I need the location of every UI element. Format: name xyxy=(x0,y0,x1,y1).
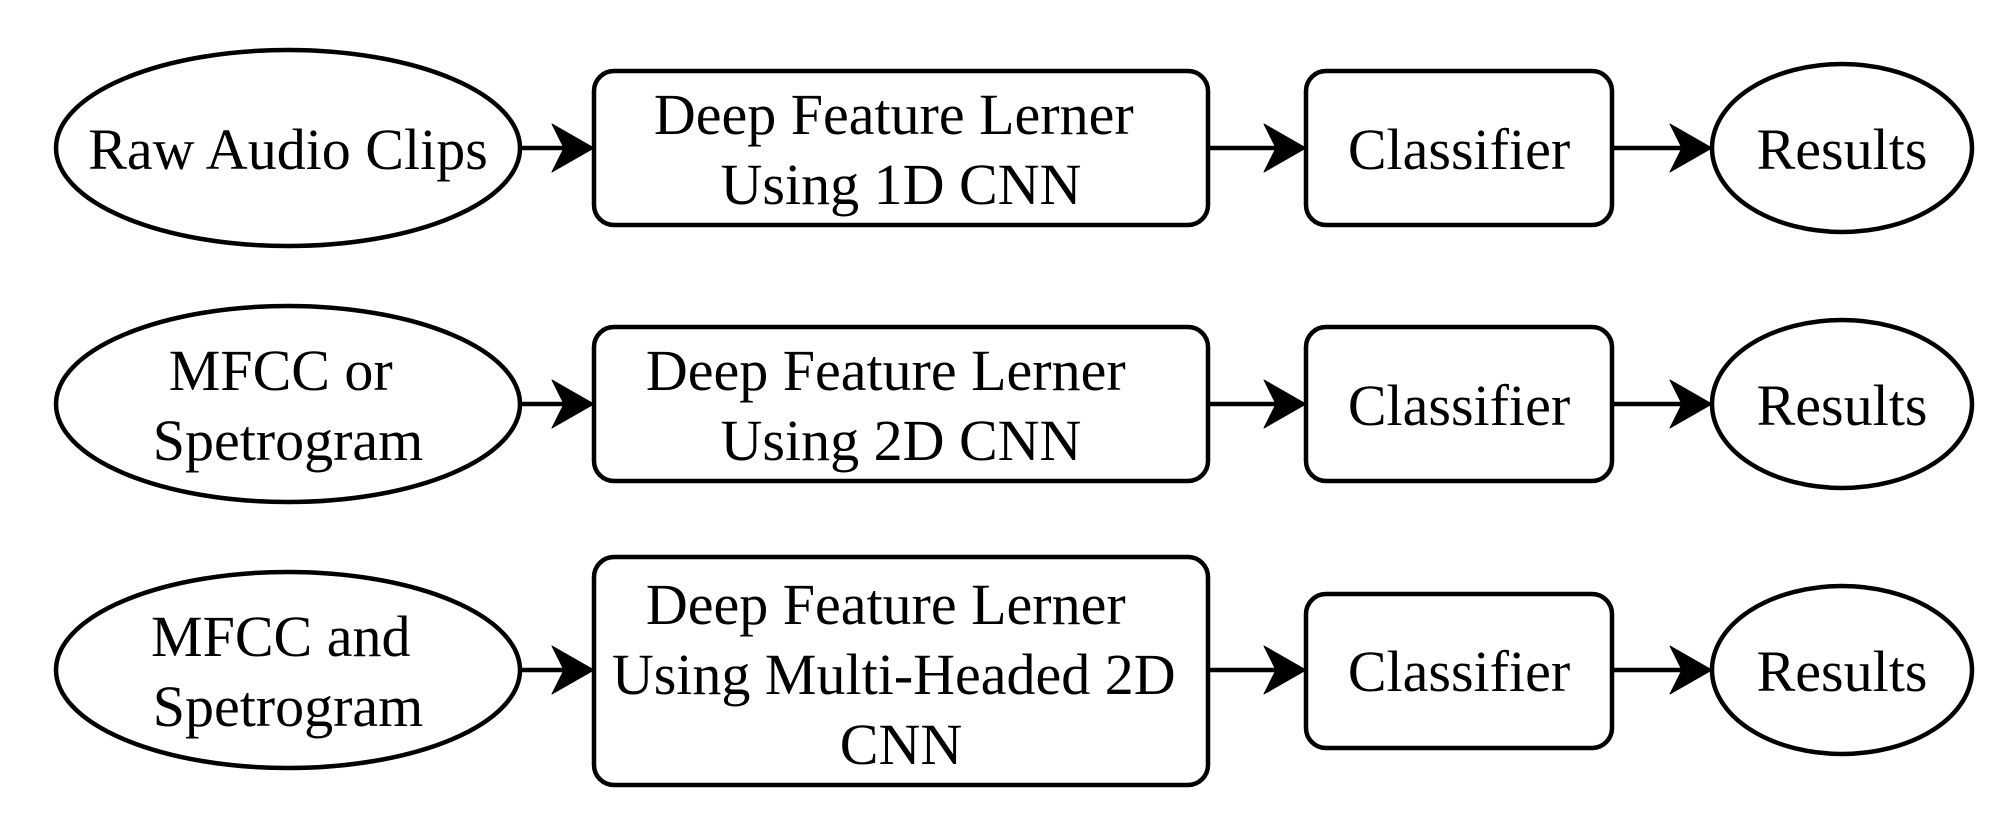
input-line: Spetrogram xyxy=(153,408,424,473)
input-label: MFCC and Spetrogram xyxy=(151,604,425,739)
results-label: Results xyxy=(1757,373,1928,438)
results-ellipse xyxy=(1709,583,1975,757)
arrow-head xyxy=(1669,123,1713,173)
arrow-head xyxy=(1263,123,1307,173)
classifier-label: Classifier xyxy=(1348,373,1570,438)
pipeline-row-2d-cnn: MFCC or Spetrogram Deep Feature Lerner U… xyxy=(53,303,1975,505)
feature-learner-line: Deep Feature Lerner xyxy=(646,338,1126,403)
input-line: Spetrogram xyxy=(153,674,424,739)
feature-learner-line: Using 2D CNN xyxy=(721,408,1082,473)
classifier-label: Classifier xyxy=(1348,639,1570,704)
input-label: MFCC or Spetrogram xyxy=(153,338,424,473)
feature-learner-line: Deep Feature Lerner xyxy=(646,572,1126,637)
results-line: Results xyxy=(1757,117,1928,182)
classifier-line: Classifier xyxy=(1348,373,1570,438)
pipeline-row-multi-headed-2d-cnn: MFCC and Spetrogram Deep Feature Lerner … xyxy=(53,554,1975,788)
input-line: Raw Audio Clips xyxy=(88,117,488,182)
arrow-head xyxy=(1669,379,1713,429)
arrow-head xyxy=(1263,379,1307,429)
input-label: Raw Audio Clips xyxy=(88,117,488,182)
results-ellipse xyxy=(1709,317,1975,491)
arrow-head xyxy=(1669,645,1713,695)
feature-learner-line: Using Multi-Headed 2D xyxy=(612,642,1176,707)
input-line: MFCC and xyxy=(151,604,410,669)
results-ellipse xyxy=(1709,61,1975,235)
feature-learner-line: CNN xyxy=(840,712,962,777)
results-label: Results xyxy=(1757,639,1928,704)
feature-learner-label: Deep Feature Lerner Using Multi-Headed 2… xyxy=(612,572,1190,777)
arrow-head xyxy=(1263,645,1307,695)
classifier-line: Classifier xyxy=(1348,117,1570,182)
classifier-label: Classifier xyxy=(1348,117,1570,182)
arrow-head xyxy=(551,123,595,173)
pipeline-row-1d-cnn: Raw Audio Clips Deep Feature Lerner Usin… xyxy=(53,47,1975,249)
feature-learner-label: Deep Feature Lerner Using 2D CNN xyxy=(646,338,1140,473)
arrow-head xyxy=(551,645,595,695)
results-label: Results xyxy=(1757,117,1928,182)
feature-learner-line: Using 1D CNN xyxy=(721,152,1082,217)
results-line: Results xyxy=(1757,639,1928,704)
feature-learner-line: Deep Feature Lerner xyxy=(654,82,1134,147)
input-line: MFCC or xyxy=(169,338,393,403)
results-line: Results xyxy=(1757,373,1928,438)
arrow-head xyxy=(551,379,595,429)
feature-learner-label: Deep Feature Lerner Using 1D CNN xyxy=(654,82,1148,217)
classifier-line: Classifier xyxy=(1348,639,1570,704)
